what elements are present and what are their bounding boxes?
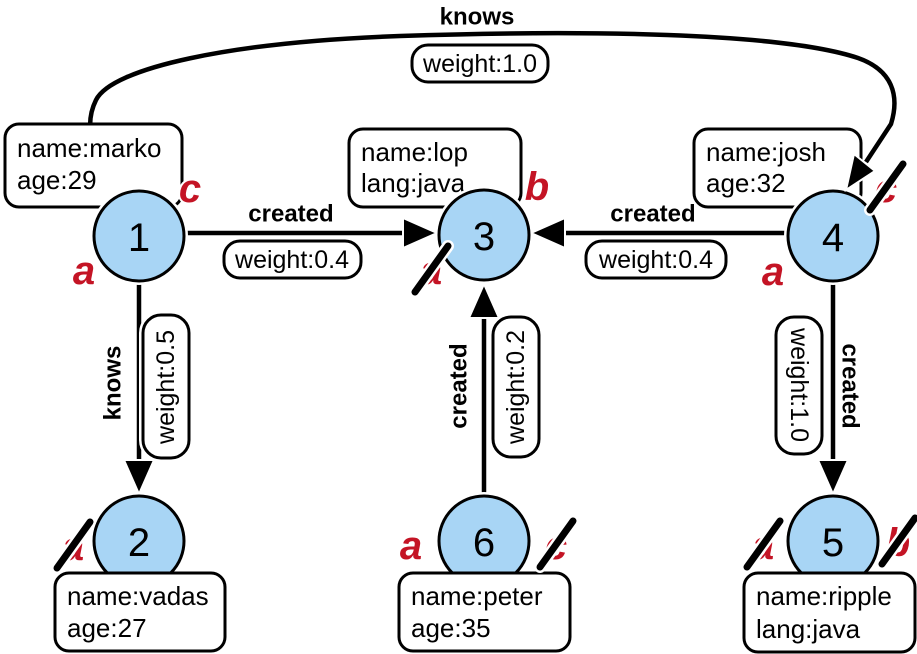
step-marker-c-struck: c — [864, 158, 909, 216]
weight-box — [410, 43, 550, 84]
arrowhead-icon — [467, 281, 501, 319]
edge-created-4-5 — [816, 282, 850, 497]
step-marker-c-struck: c — [534, 515, 579, 573]
edge-label: created — [446, 343, 473, 428]
vertex-6: 6 — [435, 492, 533, 590]
vertex-3: 3 — [435, 186, 533, 284]
arrowhead-icon — [844, 152, 877, 193]
node-circle-1 — [92, 189, 186, 283]
edge-weight: weight:1.0 — [785, 327, 813, 442]
step-marker-a-struck: a — [741, 515, 786, 573]
step-marker-a: a — [400, 524, 422, 568]
edge-knows-1-4 — [85, 28, 900, 210]
node-property: lang:java — [756, 614, 861, 644]
node-property: age:29 — [17, 165, 97, 195]
step-marker-a: a — [762, 250, 784, 294]
node-property: name:ripple — [756, 581, 892, 611]
edge-created-1-3 — [185, 216, 440, 250]
step-marker-b: b — [525, 165, 549, 209]
step-marker-b-struck: b — [876, 512, 917, 570]
edge-label: created — [610, 201, 695, 228]
node-property: name:marko — [17, 133, 162, 163]
node-circle-4 — [786, 189, 880, 283]
strike-line — [743, 517, 784, 571]
edge-label: created — [248, 201, 333, 228]
node-id: 3 — [473, 215, 495, 259]
edge-weight: weight:0.4 — [234, 246, 349, 274]
weight-box-created-1-3: weight:0.4 — [220, 237, 365, 282]
node-id: 4 — [822, 216, 844, 260]
node-property: name:vadas — [67, 581, 209, 611]
property-box-vadas: name:vadas age:27 — [53, 571, 227, 653]
property-box-marko: name:marko age:29 — [3, 122, 184, 209]
edge-weight: weight:0.4 — [598, 246, 713, 274]
strike-line — [878, 514, 917, 568]
step-marker-a-struck: a — [51, 516, 96, 574]
edge-label: knows — [100, 346, 127, 421]
arrowhead-icon — [402, 216, 440, 250]
weight-box — [222, 239, 363, 280]
strike-line — [411, 242, 452, 296]
property-box — [53, 571, 227, 653]
node-id: 6 — [473, 521, 495, 565]
property-box — [3, 122, 184, 209]
arrowhead-icon — [816, 459, 850, 497]
weight-box-created-6-3: weight:0.2 — [489, 313, 543, 461]
property-box — [742, 571, 917, 654]
weight-box-created-4-3: weight:0.4 — [582, 237, 730, 282]
node-id: 1 — [128, 216, 150, 260]
weight-box — [141, 313, 191, 460]
vertex-1: 1 — [90, 187, 188, 285]
edge-weight: weight:0.5 — [152, 330, 180, 445]
strike-line — [866, 160, 907, 214]
edge-label: created — [837, 343, 864, 428]
node-property: age:32 — [706, 168, 786, 198]
weight-box-knows-1-4: weight:1.0 — [408, 41, 552, 86]
edge-weight: weight:0.2 — [502, 330, 530, 445]
property-box-ripple: name:ripple lang:java — [742, 571, 917, 654]
property-box-josh: name:josh age:32 — [692, 127, 863, 209]
node-property: age:35 — [411, 613, 491, 643]
edge-created-4-3 — [528, 216, 787, 250]
node-property: name:josh — [706, 137, 826, 167]
step-marker-a-struck: a — [409, 240, 454, 298]
edge-weight: weight:1.0 — [422, 50, 537, 78]
edge-label: knows — [440, 4, 515, 31]
vertex-2: 2 — [90, 492, 188, 590]
edge-line — [87, 30, 897, 208]
weight-box — [584, 239, 728, 280]
property-box — [397, 571, 572, 653]
strike-line — [53, 518, 94, 572]
node-id: 5 — [822, 521, 844, 565]
edge-created-6-3 — [467, 281, 501, 495]
arrowhead-icon — [528, 216, 566, 250]
node-property: age:27 — [67, 613, 147, 643]
node-property: name:lop — [361, 137, 468, 167]
step-marker-c: c — [179, 167, 201, 211]
weight-box — [774, 315, 824, 456]
node-property: name:peter — [411, 581, 543, 611]
arrowhead-icon — [122, 459, 156, 497]
weight-box-knows-1-2: weight:0.5 — [139, 311, 193, 462]
step-marker-a: a — [73, 249, 95, 293]
node-circle-3 — [437, 188, 531, 282]
node-property: lang:java — [361, 168, 466, 198]
vertex-5: 5 — [784, 492, 882, 590]
property-box-peter: name:peter age:35 — [397, 571, 572, 653]
strike-line — [536, 517, 577, 571]
weight-box-created-4-5: weight:1.0 — [772, 313, 826, 458]
node-id: 2 — [128, 521, 150, 565]
vertex-4: 4 — [784, 187, 882, 285]
weight-box — [491, 315, 541, 459]
